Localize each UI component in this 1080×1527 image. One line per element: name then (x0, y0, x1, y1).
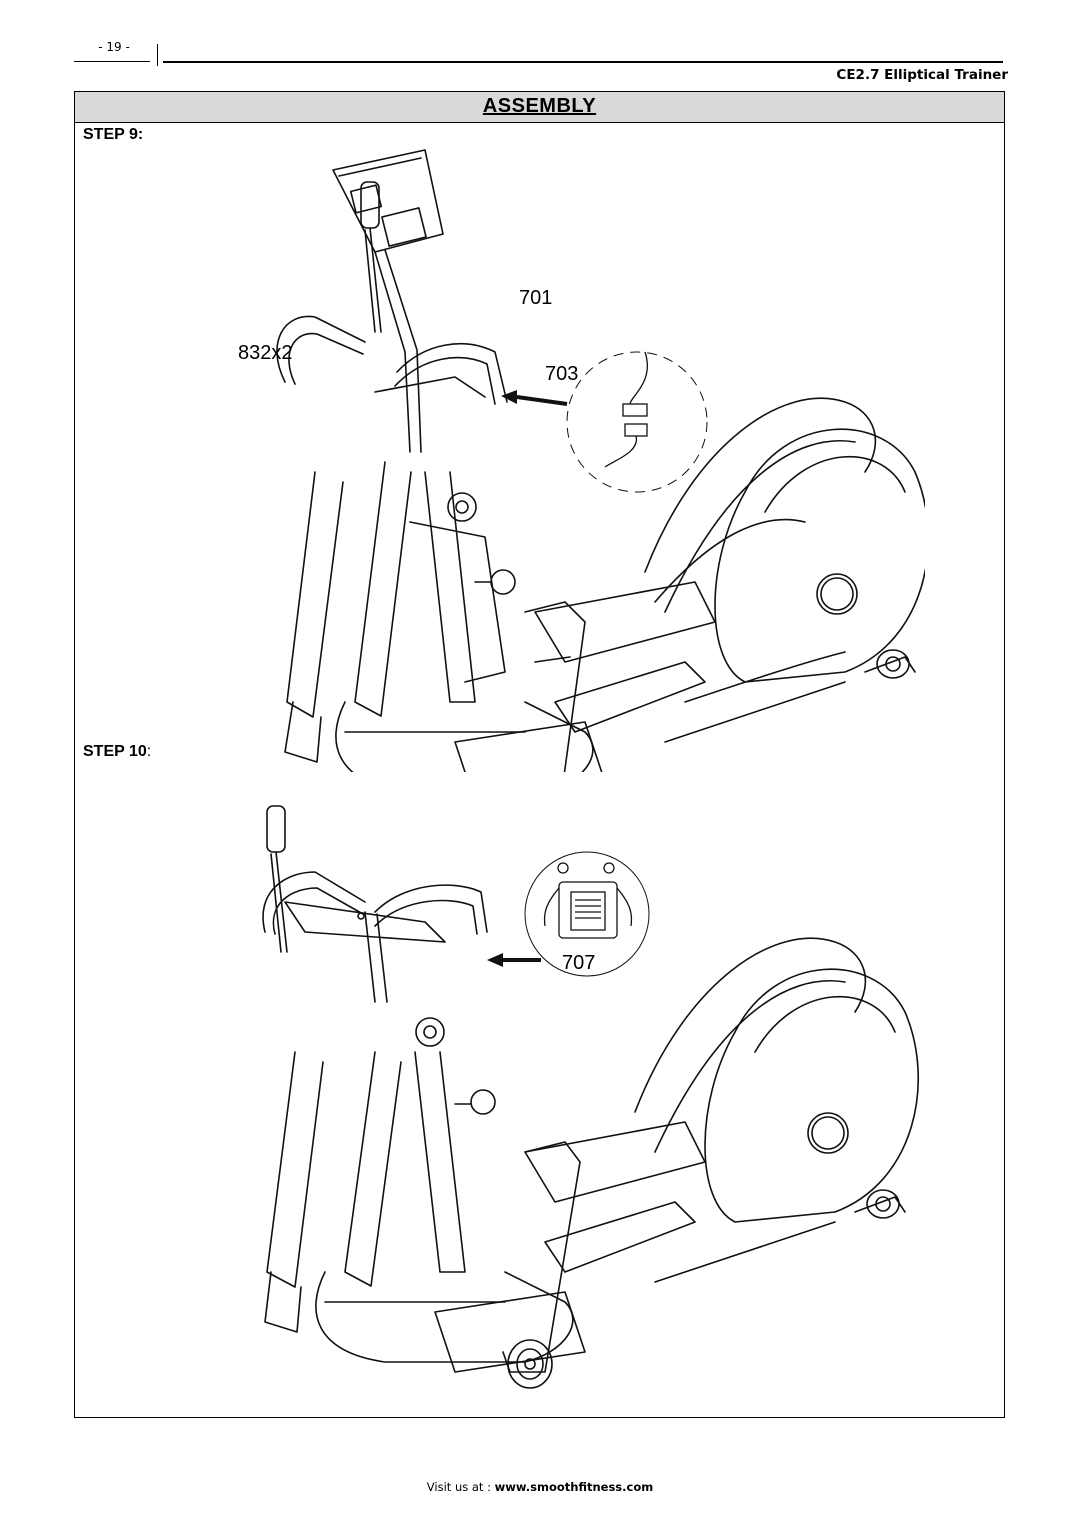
step-10-label: STEP 10: (83, 743, 151, 761)
footer-url[interactable]: www.smoothfitness.com (494, 1480, 654, 1494)
step-9-separator: : (137, 126, 144, 143)
step-9-illustration (276, 149, 925, 772)
footer: Visit us at : www.smoothfitness.com (0, 1480, 1080, 1494)
page-number: - 19 - (98, 40, 130, 54)
step-9-title: STEP 9 (83, 126, 138, 143)
page-number-rule (74, 61, 150, 62)
section-bar: ASSEMBLY (75, 92, 1004, 123)
assembly-frame: ASSEMBLY STEP 9: (74, 91, 1005, 1418)
step-9-callout-qty: 832x2 (238, 342, 293, 364)
step-10-callout-707: 707 (562, 952, 596, 974)
section-title: ASSEMBLY (482, 95, 597, 117)
step-9-callout-703: 703 (545, 363, 579, 385)
step-9-callout-701: 701 (519, 287, 553, 309)
header-rule (163, 61, 1003, 63)
footer-prefix: Visit us at : (426, 1480, 495, 1494)
step-10-separator: : (146, 743, 152, 760)
step-9-label: STEP 9: (83, 126, 143, 144)
step-10-title: STEP 10 (83, 743, 147, 760)
step-10-illustration (262, 805, 920, 1389)
doc-title: CE2.7 Elliptical Trainer (836, 67, 1008, 83)
header-divider (157, 44, 158, 66)
